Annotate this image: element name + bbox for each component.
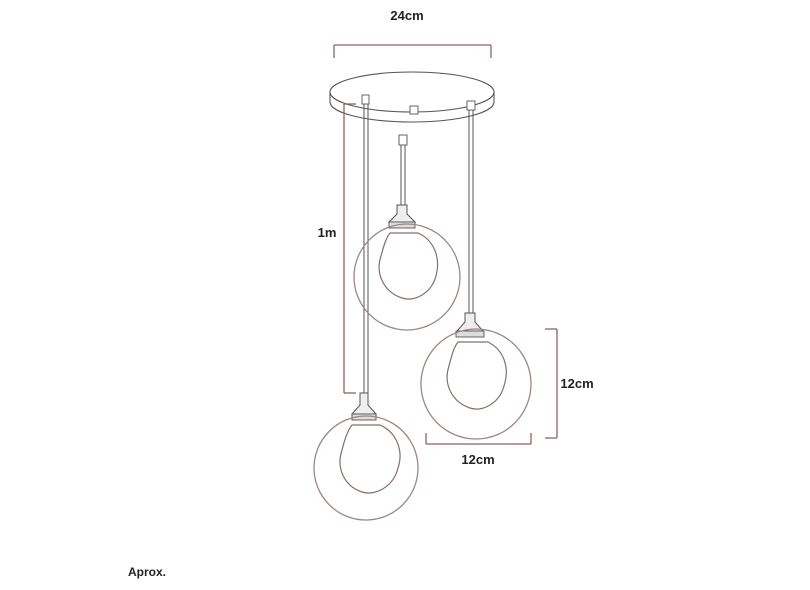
pendant-middle [353, 134, 461, 331]
pendant-left [313, 94, 419, 521]
pendant-right [420, 100, 532, 440]
cable-length-label: 1m [318, 225, 337, 240]
cable-length-dimension [343, 103, 356, 394]
globe-left [313, 415, 419, 521]
globe-height-label: 12cm [560, 376, 593, 391]
canopy-width-dimension [333, 44, 492, 58]
approximate-note: Aprox. [128, 565, 167, 579]
globe-right [420, 328, 532, 440]
globe-middle [353, 223, 461, 331]
canopy [329, 71, 495, 123]
globe-width-dimension [425, 433, 532, 445]
canopy-width-label: 24cm [390, 8, 423, 23]
globe-width-label: 12cm [461, 452, 494, 467]
globe-height-dimension [545, 328, 558, 439]
